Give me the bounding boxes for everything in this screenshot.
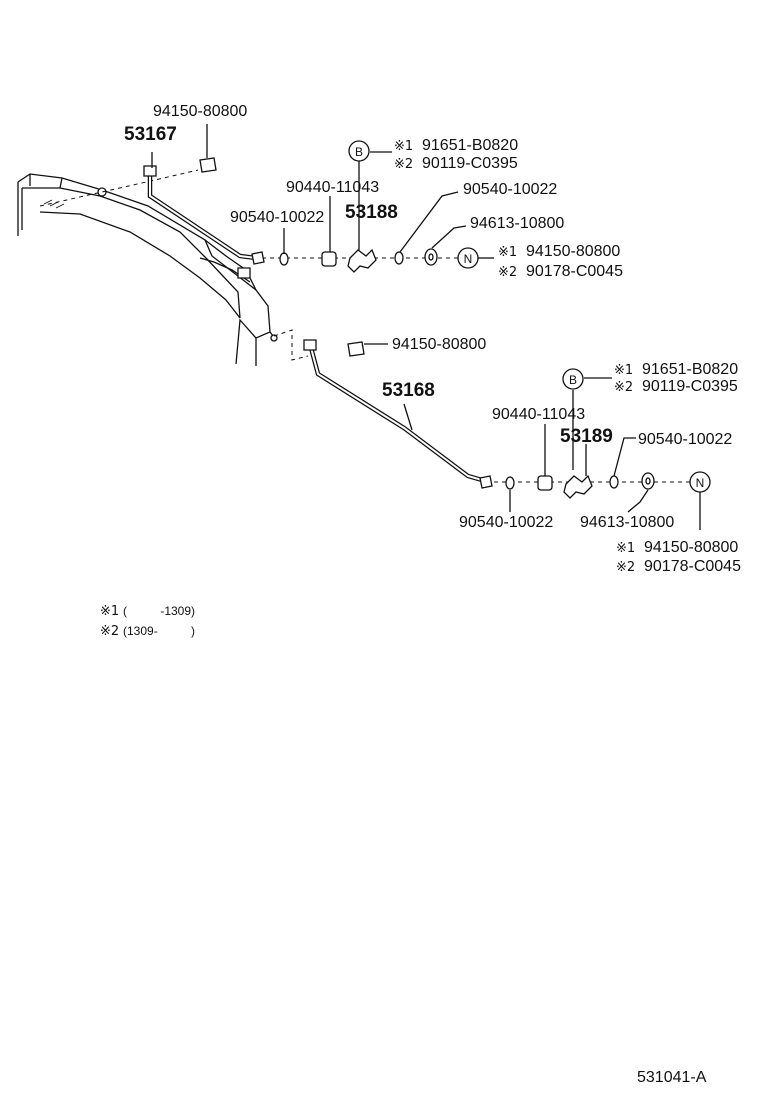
label-lower-collar: 90440-11043 xyxy=(492,406,585,423)
callout-n-part-1: 94150-80800 xyxy=(526,243,620,260)
callout-b-lower-marker-2: ※2 xyxy=(614,380,633,395)
callout-b-part-2: 90119-C0395 xyxy=(422,155,518,172)
callout-n-marker-2: ※2 xyxy=(498,265,517,280)
label-lower-bracket-number: 53189 xyxy=(560,426,613,447)
bolt-94150-lower-shape xyxy=(347,341,365,357)
washer-90540-right-shape xyxy=(394,251,404,265)
callout-b-circle xyxy=(348,140,370,162)
label-collar: 90440-11043 xyxy=(286,179,379,196)
callout-b-lower-marker-1: ※1 xyxy=(614,363,633,378)
washer-90540-lower-right-shape xyxy=(609,475,619,489)
callout-n-circle xyxy=(457,247,479,269)
label-bracket-number: 53188 xyxy=(345,202,398,223)
callout-n-lower-letter: N xyxy=(696,476,705,490)
callout-b-lower-part-1: 91651-B0820 xyxy=(642,361,738,378)
legend-range-1: ( -1309) xyxy=(123,604,195,618)
bracket-53188-shape xyxy=(347,248,377,273)
collar-90440-shape xyxy=(321,251,337,267)
washer-90540-left-shape xyxy=(279,252,289,266)
callout-b-part-1: 91651-B0820 xyxy=(422,137,518,154)
label-lower-washer-right: 90540-10022 xyxy=(638,431,732,448)
figure-id: 531041-A xyxy=(637,1069,707,1086)
callout-b-marker-2: ※2 xyxy=(394,157,413,172)
callout-n-marker-1: ※1 xyxy=(498,245,517,260)
callout-b-letter: B xyxy=(355,145,363,159)
bracket-53189-shape xyxy=(563,474,593,499)
callout-b-lower-letter: B xyxy=(569,373,577,387)
label-rod-number: 53167 xyxy=(124,124,177,145)
bolt-94150-shape xyxy=(199,157,217,173)
callout-b-lower-circle xyxy=(562,368,584,390)
washer-90540-lower-left-shape xyxy=(505,476,515,490)
legend-marker-2: ※2 xyxy=(100,624,119,639)
callout-n-lower-marker-1: ※1 xyxy=(616,541,635,556)
label-lower-rod-bolt: 94150-80800 xyxy=(392,336,486,353)
callout-b-lower-part-2: 90119-C0395 xyxy=(642,378,738,395)
callout-n-lower-part-2: 90178-C0045 xyxy=(644,558,741,575)
legend-range-2: (1309- ) xyxy=(123,624,195,638)
rod-53168-shape xyxy=(307,341,485,483)
callout-n-lower-circle xyxy=(689,471,711,493)
upper-assembly: B N 94150-80800 53167 ※1 91651-B0820 ※2 … xyxy=(39,103,623,280)
radiator-support-frame xyxy=(17,173,278,366)
callout-n-letter: N xyxy=(464,252,473,266)
callout-n-lower-marker-2: ※2 xyxy=(616,560,635,575)
label-lower-washer-left: 90540-10022 xyxy=(459,514,553,531)
legend-marker-1: ※1 xyxy=(100,604,119,619)
label-washer-right: 90540-10022 xyxy=(463,181,557,198)
label-washer-left: 90540-10022 xyxy=(230,209,324,226)
collar-90440-lower-shape xyxy=(537,475,553,491)
lower-assembly: B N 94150-80800 53168 ※1 91651-B0820 ※2 … xyxy=(273,329,741,575)
label-lower-lock-washer: 94613-10800 xyxy=(580,514,674,531)
legend: ※1 ( -1309) ※2 (1309- ) xyxy=(100,604,195,639)
callout-b-marker-1: ※1 xyxy=(394,139,413,154)
callout-n-part-2: 90178-C0045 xyxy=(526,263,623,280)
label-lock-washer: 94613-10800 xyxy=(470,215,564,232)
label-rod-bolt: 94150-80800 xyxy=(153,103,247,120)
label-lower-rod-number: 53168 xyxy=(382,380,435,401)
callout-n-lower-part-1: 94150-80800 xyxy=(644,539,738,556)
